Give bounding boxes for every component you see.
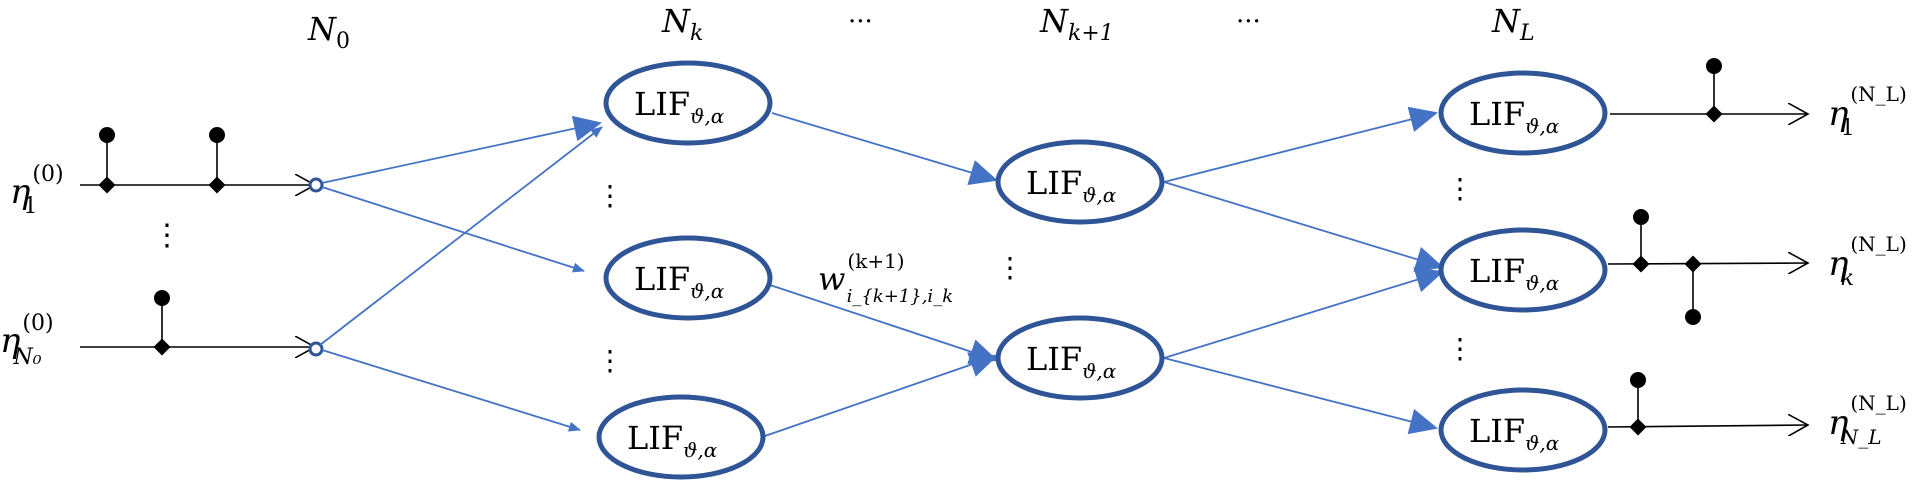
vdots-layer-k-top: ⋮ bbox=[596, 179, 624, 212]
lif-node-layer-l-1: LIFϑ,α bbox=[1438, 70, 1608, 156]
svg-text:LIFϑ,α: LIFϑ,α bbox=[1026, 340, 1117, 383]
output-label-k: η(N_L)k bbox=[1828, 232, 1907, 291]
svg-text:LIFϑ,α: LIFϑ,α bbox=[1469, 95, 1560, 138]
layer-label-nl: NL bbox=[1491, 2, 1535, 46]
vdots-layer-l-bottom: ⋮ bbox=[1446, 332, 1474, 365]
vdots-layer-k-bottom: ⋮ bbox=[596, 344, 624, 377]
input-label-1: η(0)1 bbox=[10, 162, 64, 219]
connections bbox=[319, 106, 1444, 438]
lif-node-layer-k-1: LIFϑ,α bbox=[603, 60, 773, 146]
svg-text:LIFϑ,α: LIFϑ,α bbox=[1469, 252, 1560, 295]
output-spike-train-1 bbox=[1610, 58, 1808, 122]
layer-label-n0: N0 bbox=[307, 10, 350, 54]
lif-node-layer-k1-1: LIFϑ,α bbox=[995, 139, 1165, 225]
svg-text:LIFϑ,α: LIFϑ,α bbox=[1026, 164, 1117, 207]
layer-label-nk: Nk bbox=[661, 2, 703, 46]
svg-text:LIFϑ,α: LIFϑ,α bbox=[634, 260, 725, 303]
output-label-1: η(N_L)1 bbox=[1828, 82, 1907, 141]
lif-node-layer-k-2: LIFϑ,α bbox=[603, 235, 773, 321]
weight-label: w(k+1)i_{k+1},i_k bbox=[818, 249, 953, 307]
svg-text:LIFϑ,α: LIFϑ,α bbox=[627, 419, 718, 462]
output-spike-train-k bbox=[1607, 209, 1808, 325]
layer-label-nk1: Nk+1 bbox=[1039, 2, 1114, 46]
lif-node-layer-k-3: LIFϑ,α bbox=[596, 394, 766, 480]
layer-dots-2: ··· bbox=[1236, 7, 1261, 37]
vdots-layer-k1: ⋮ bbox=[996, 251, 1024, 284]
lif-node-layer-l-2: LIFϑ,α bbox=[1438, 227, 1608, 313]
input-spike-train-1 bbox=[80, 127, 315, 193]
output-label-nl: η(N_L)N_L bbox=[1828, 391, 1907, 449]
lif-node-layer-l-3: LIFϑ,α bbox=[1438, 387, 1608, 473]
input-vdots: ⋮ bbox=[152, 218, 182, 253]
vdots-layer-l-top: ⋮ bbox=[1446, 172, 1474, 205]
svg-text:LIFϑ,α: LIFϑ,α bbox=[1469, 412, 1560, 455]
input-label-n0: η(0)N₀ bbox=[0, 311, 54, 370]
layer-dots-1: ··· bbox=[848, 7, 873, 37]
lif-node-layer-k1-2: LIFϑ,α bbox=[995, 315, 1165, 401]
output-spike-train-nl bbox=[1607, 372, 1808, 435]
input-node-n0 bbox=[308, 341, 324, 357]
svg-text:LIFϑ,α: LIFϑ,α bbox=[634, 85, 725, 128]
input-spike-train-n0 bbox=[80, 290, 315, 355]
input-node-1 bbox=[308, 177, 324, 193]
